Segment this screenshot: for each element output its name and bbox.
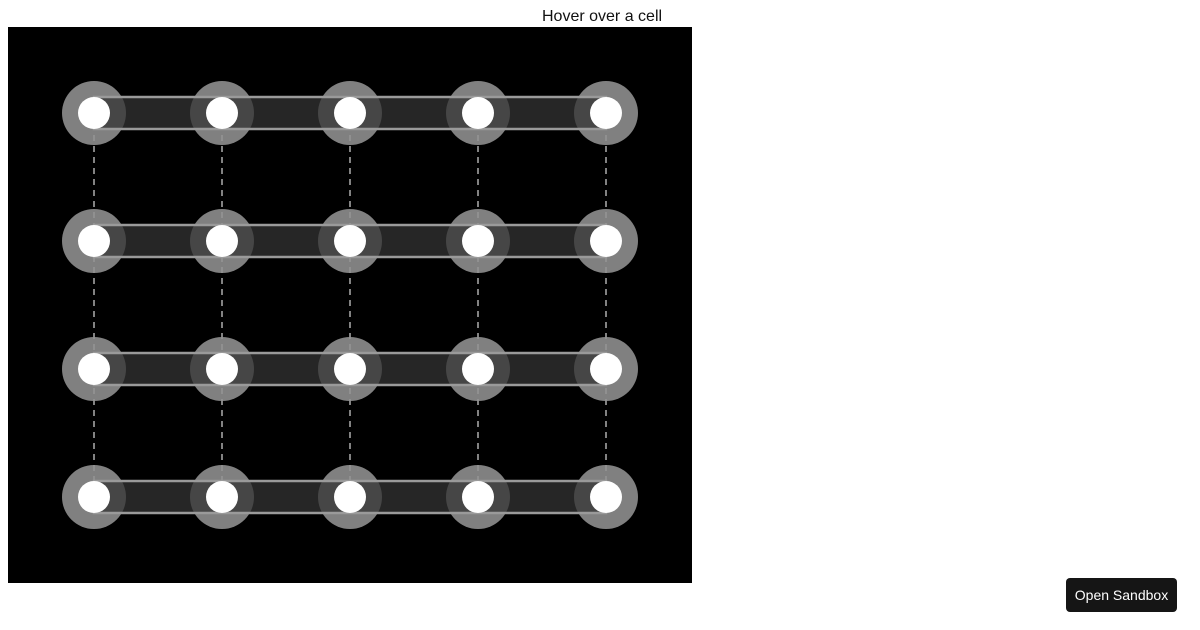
open-sandbox-button[interactable]: Open Sandbox bbox=[1066, 578, 1177, 612]
cell-node[interactable] bbox=[206, 481, 238, 513]
cell-node[interactable] bbox=[334, 97, 366, 129]
cell-node[interactable] bbox=[334, 225, 366, 257]
cell-node[interactable] bbox=[462, 353, 494, 385]
cell-node[interactable] bbox=[590, 97, 622, 129]
cell-node[interactable] bbox=[78, 353, 110, 385]
cell-node[interactable] bbox=[590, 353, 622, 385]
cell-node[interactable] bbox=[206, 97, 238, 129]
cell-node[interactable] bbox=[206, 225, 238, 257]
grid-canvas[interactable] bbox=[8, 27, 692, 583]
cell-node[interactable] bbox=[78, 225, 110, 257]
cell-node[interactable] bbox=[78, 97, 110, 129]
cell-node[interactable] bbox=[462, 225, 494, 257]
cell-node[interactable] bbox=[334, 481, 366, 513]
cell-node[interactable] bbox=[590, 481, 622, 513]
cell-node[interactable] bbox=[590, 225, 622, 257]
cell-node[interactable] bbox=[462, 97, 494, 129]
cell-node[interactable] bbox=[334, 353, 366, 385]
hover-status-text: Hover over a cell bbox=[542, 8, 663, 25]
cell-node[interactable] bbox=[462, 481, 494, 513]
cell-node[interactable] bbox=[78, 481, 110, 513]
grid-graphic[interactable] bbox=[8, 27, 692, 583]
cell-node[interactable] bbox=[206, 353, 238, 385]
